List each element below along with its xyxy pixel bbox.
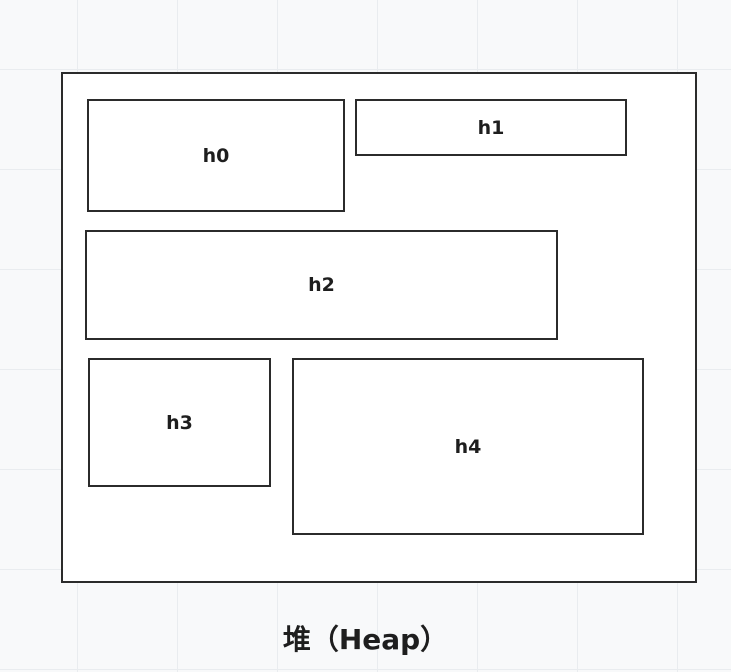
heap-block-h0: h0 <box>87 99 345 212</box>
heap-block-label: h0 <box>202 144 230 167</box>
diagram-caption: 堆（Heap） <box>282 623 449 656</box>
heap-block-label: h2 <box>308 274 335 296</box>
heap-block-label: h4 <box>454 435 482 458</box>
heap-block-h3: h3 <box>88 358 271 487</box>
heap-block-h2: h2 <box>85 230 558 340</box>
heap-block-label: h3 <box>166 411 193 434</box>
heap-block-h4: h4 <box>292 358 644 535</box>
heap-block-h1: h1 <box>355 99 627 156</box>
heap-block-label: h1 <box>477 116 505 139</box>
